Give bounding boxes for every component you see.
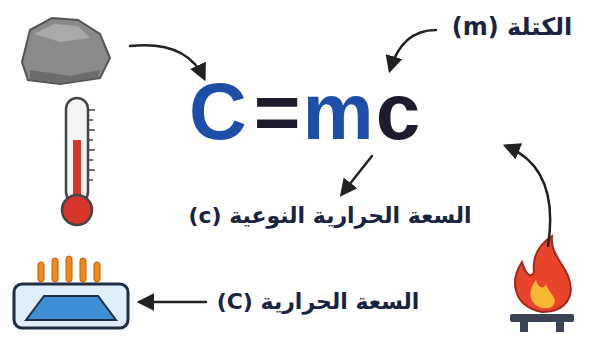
thermometer-icon [62,98,95,225]
formula-symbol: m [302,72,373,152]
leader-arrow [342,156,372,194]
leader-arrow [140,301,206,304]
heat-capacity-label: السعة الحرارية (C) [217,289,420,314]
formula-symbol: c [376,72,421,152]
formula-symbol: C [189,72,247,152]
rock-icon [22,18,110,84]
leader-arrow [506,146,550,246]
leader-arrow [390,30,436,70]
specific-heat-label: السعة الحرارية النوعية (c) [188,203,471,228]
flame-icon [510,236,574,332]
formula-symbol: = [254,72,301,152]
mass-label: الكتلة (m) [452,14,573,42]
heater-icon [14,256,128,328]
